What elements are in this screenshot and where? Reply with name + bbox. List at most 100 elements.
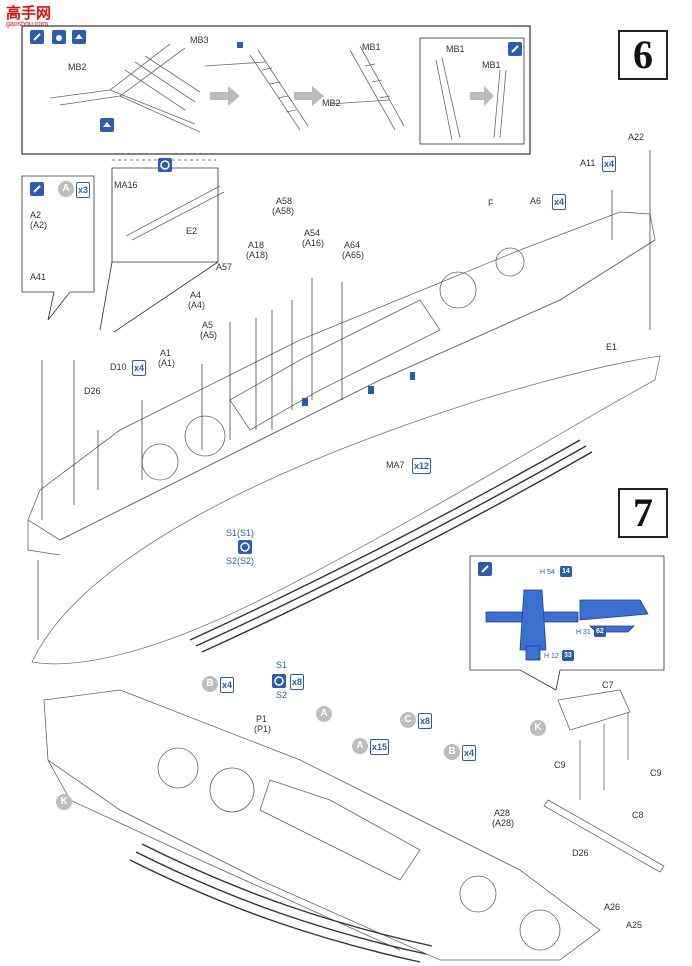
decal-h31: H 31 xyxy=(576,629,591,636)
label-a4: A4 xyxy=(190,290,202,300)
label-a57: A57 xyxy=(216,262,233,272)
ship-hull-step7 xyxy=(43,689,601,961)
plane-callout xyxy=(469,555,665,691)
label-s1: S1(S1) xyxy=(226,528,255,538)
label-s1-step7: S1 xyxy=(276,660,288,670)
quantity-s: x8 xyxy=(290,674,305,690)
label-a22: A22 xyxy=(628,132,645,142)
label-mb3: MB3 xyxy=(190,35,209,45)
label-a41: A41 xyxy=(30,272,47,282)
label-a58: A58 xyxy=(276,196,293,206)
label-a28-p: (A28) xyxy=(492,818,515,828)
label-mb1-d: MB1 xyxy=(482,60,501,70)
label-a18: A18 xyxy=(248,240,265,250)
label-a28: A28 xyxy=(494,808,511,818)
top-inset-frame xyxy=(21,25,531,155)
label-p1-p: (P1) xyxy=(254,724,272,734)
callout-bubble xyxy=(21,175,95,321)
label-mb1-c: MB1 xyxy=(446,44,465,54)
label-e1: E1 xyxy=(606,342,618,352)
paint-icon xyxy=(52,30,66,44)
quantity-a: x15 xyxy=(370,739,390,755)
label-a64: A64 xyxy=(344,240,361,250)
label-mb2-a: MB2 xyxy=(68,62,87,72)
lower-hull-e1 xyxy=(31,355,661,665)
quantity-b-b: x4 xyxy=(462,745,477,761)
glue-icon-plane xyxy=(478,562,492,576)
crane-assembly-2 xyxy=(204,49,309,131)
label-a25: A25 xyxy=(626,920,643,930)
label-a6: A6 xyxy=(530,196,542,206)
label-mb1-a: MB1 xyxy=(362,42,381,52)
step-number-6: 6 xyxy=(618,30,668,80)
quantity-x3: x3 xyxy=(76,182,91,198)
label-a1-p: (A1) xyxy=(158,358,176,368)
ship-hull-step6 xyxy=(27,211,656,556)
label-a5: A5 xyxy=(202,320,214,330)
logo-title: 高手网 xyxy=(6,4,52,22)
quantity-a11: x4 xyxy=(602,156,617,172)
crane-assembly-3 xyxy=(329,45,405,131)
label-c8: C8 xyxy=(632,810,644,820)
direction-icon-2 xyxy=(100,118,114,132)
label-a5-p: (A5) xyxy=(200,330,218,340)
photo-etch-icon-s xyxy=(238,540,252,554)
quantity-c: x8 xyxy=(418,713,433,729)
site-logo: 高手网 gaoshou.com xyxy=(6,5,70,35)
label-s2-step7: S2 xyxy=(276,690,288,700)
label-a1: A1 xyxy=(160,348,172,358)
runner-a-badge: A xyxy=(58,181,74,197)
quantity-b-a: x4 xyxy=(220,677,235,693)
label-a4-p: (A4) xyxy=(188,300,206,310)
hull-stripes-step7 xyxy=(129,843,433,963)
label-a64-p: (A65) xyxy=(342,250,365,260)
label-s2: S2(S2) xyxy=(226,556,255,566)
decal-14: 14 xyxy=(560,566,572,577)
logo-url: gaoshou.com xyxy=(6,21,49,28)
label-a2-p: (A2) xyxy=(30,220,48,230)
direction-icon xyxy=(72,30,86,44)
photo-etch-icon-7 xyxy=(272,674,286,688)
glue-icon-detail xyxy=(508,42,522,56)
label-c9-b: C9 xyxy=(650,768,662,778)
label-a54: A54 xyxy=(304,228,321,238)
label-mb2-b: MB2 xyxy=(322,98,341,108)
quantity-ma7: x12 xyxy=(412,458,432,474)
step-number-7: 7 xyxy=(618,488,668,538)
label-a2: A2 xyxy=(30,210,42,220)
label-f: F xyxy=(488,198,494,208)
assembly-lines xyxy=(37,150,651,640)
quantity-d10: x4 xyxy=(132,360,147,376)
glue-icon-callout xyxy=(30,182,44,196)
decal-62: 62 xyxy=(594,626,606,637)
label-d26: D26 xyxy=(84,386,101,396)
catapult-assembly xyxy=(543,689,665,873)
decal-h12: H 12 xyxy=(544,653,559,660)
label-a11: A11 xyxy=(580,158,596,168)
crane-detail xyxy=(435,57,507,141)
label-a18-p: (A18) xyxy=(246,250,269,260)
label-d10: D10 xyxy=(110,362,127,372)
label-a54-p: (A16) xyxy=(302,238,325,248)
detail-inset-frame xyxy=(419,37,525,145)
label-e2: E2 xyxy=(186,226,198,236)
crane-assembly-1 xyxy=(49,43,201,133)
label-ma7: MA7 xyxy=(386,460,405,470)
runner-b-badge-b: B xyxy=(444,744,460,760)
label-p1: P1 xyxy=(256,714,268,724)
runner-b-badge-a: B xyxy=(202,676,218,692)
assembly-arrows xyxy=(210,86,494,106)
label-ma16: MA16 xyxy=(114,180,138,190)
runner-k-badge-a: K xyxy=(530,720,546,736)
label-a58-p: (A58) xyxy=(272,206,295,216)
label-c7: C7 xyxy=(602,680,614,690)
label-d26-step7: D26 xyxy=(572,848,589,858)
quantity-a6: x4 xyxy=(552,194,567,210)
decal-33: 33 xyxy=(562,650,574,661)
label-a26: A26 xyxy=(604,902,621,912)
runner-c-badge: C xyxy=(400,712,416,728)
runner-a-badge-1: A xyxy=(316,706,332,722)
label-c9-a: C9 xyxy=(554,760,566,770)
blue-part-markers xyxy=(237,42,415,406)
